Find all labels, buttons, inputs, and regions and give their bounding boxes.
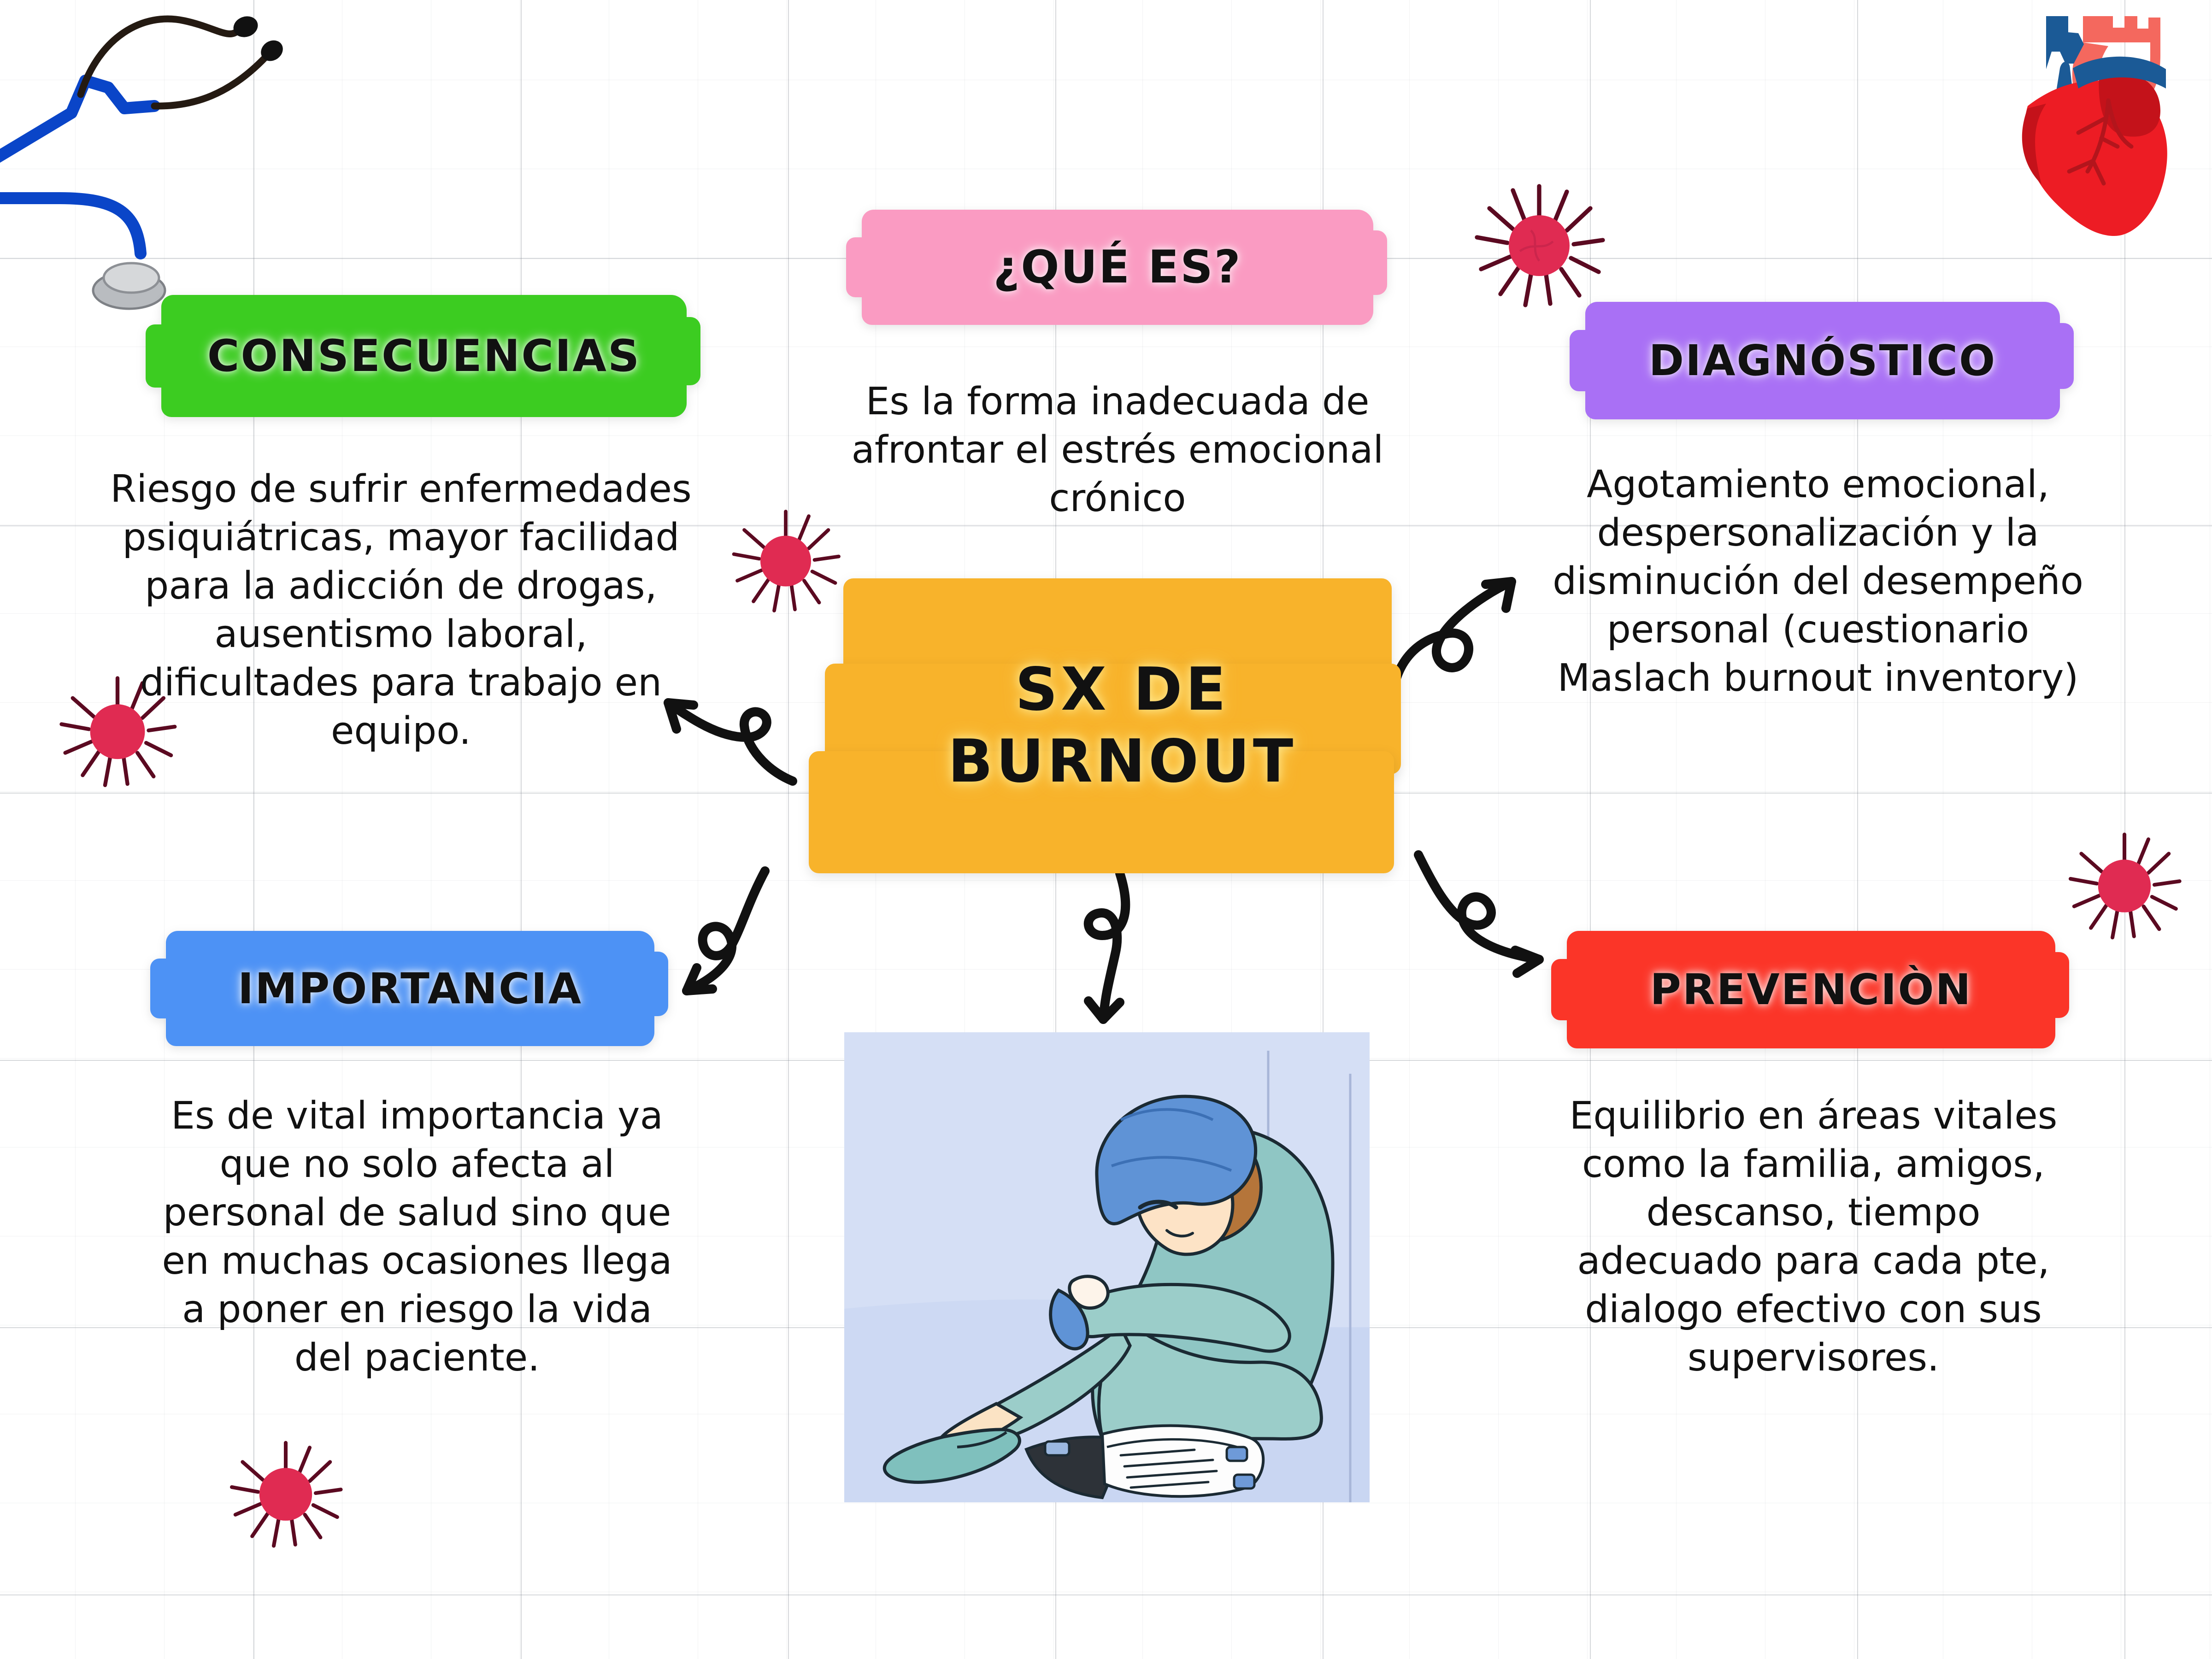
virus-icon-prevencion [2068, 832, 2182, 940]
banner-consecuencias: CONSECUENCIAS [146, 295, 700, 417]
central-topic-block: SX DE BURNOUT [809, 578, 1419, 873]
banner-swatch-que-es [846, 210, 1387, 325]
arrow-center-to-importancia [682, 866, 770, 995]
central-topic-line2: BURNOUT [947, 727, 1297, 796]
section-title-prevencion: PREVENCIÒN [1650, 965, 1972, 1014]
banner-que-es: ¿QUÉ ES? [846, 210, 1387, 325]
virus-icon-diagnostico [1475, 184, 1605, 307]
section-title-importancia: IMPORTANCIA [238, 964, 582, 1013]
section-title-diagnostico: DIAGNÓSTICO [1648, 336, 1997, 385]
stethoscope-icon [0, 15, 283, 310]
section-body-importancia: Es de vital importancia ya que no solo a… [162, 1094, 672, 1380]
banner-diagnostico: DIAGNÓSTICO [1570, 302, 2074, 419]
virus-icon-consecuencias-left [59, 676, 177, 787]
anatomical-heart-icon [2022, 16, 2167, 236]
section-body-diagnostico: Agotamiento emocional, despersonalizació… [1553, 463, 2083, 700]
burnout-healthcare-worker-illustration [844, 1032, 1370, 1502]
central-topic-title: SX DE BURNOUT [825, 578, 1419, 873]
arrow-center-to-photo [1083, 869, 1130, 1024]
virus-icon-consecuencias-right [732, 510, 841, 612]
banner-prevencion: PREVENCIÒN [1551, 931, 2069, 1048]
banner-swatch-prevencion [1551, 931, 2069, 1048]
section-body-consecuencias: Riesgo de sufrir enfermedades psiquiátri… [110, 467, 692, 753]
arrow-center-to-prevencion [1414, 850, 1544, 978]
banner-swatch-consecuencias [146, 295, 700, 417]
banner-importancia: IMPORTANCIA [150, 931, 668, 1046]
banner-swatch-importancia [150, 931, 668, 1046]
banner-swatch-diagnostico [1570, 302, 2074, 419]
central-topic-line1: SX DE [1015, 655, 1230, 724]
section-title-que-es: ¿QUÉ ES? [993, 241, 1242, 294]
section-title-consecuencias: CONSECUENCIAS [207, 330, 641, 382]
section-body-que-es: Es la forma inadecuada de afrontar el es… [851, 380, 1384, 520]
virus-icon-bottom-left [229, 1441, 343, 1548]
section-body-prevencion: Equilibrio en áreas vitales como la fami… [1569, 1094, 2058, 1380]
